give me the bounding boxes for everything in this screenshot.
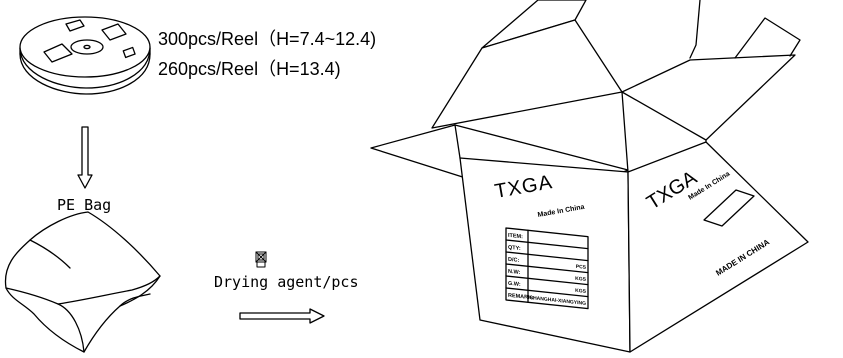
label-row-value: SHANGHAI-XIANGYING bbox=[530, 295, 586, 307]
label-row-value: KGS bbox=[575, 276, 586, 283]
label-row-divider bbox=[505, 251, 589, 262]
label-row-key: D/C: bbox=[508, 257, 519, 264]
label-row-key: N.W: bbox=[508, 269, 521, 276]
label-row-key: G.W: bbox=[508, 281, 521, 288]
label-row-divider bbox=[505, 287, 589, 298]
reel-quantity-line-2: 260pcs/Reel（H=13.4) bbox=[158, 59, 341, 79]
down-arrow-icon bbox=[77, 126, 93, 189]
reel-quantity-line-1: 300pcs/Reel（H=7.4~12.4) bbox=[158, 29, 376, 49]
label-row-key: QTY: bbox=[508, 245, 521, 252]
carton-box bbox=[370, 0, 809, 353]
label-row-value: KGS bbox=[575, 288, 586, 295]
shipping-label: ITEM: QTY: D/C: PCS N.W: KGS G.W: KGS REMARK:SHA… bbox=[505, 227, 589, 310]
label-row-key: ITEM: bbox=[508, 233, 523, 241]
pe-bag-icon bbox=[4, 211, 161, 353]
drying-agent-label: Drying agent/pcs bbox=[214, 273, 359, 291]
right-arrow-icon bbox=[239, 308, 325, 324]
label-row-divider bbox=[505, 239, 589, 250]
pe-bag-label: PE Bag bbox=[57, 196, 111, 214]
label-row-divider bbox=[505, 263, 589, 274]
diamond-window-icon bbox=[703, 189, 755, 227]
reel-icon bbox=[19, 16, 151, 95]
label-row-value: PCS bbox=[576, 264, 587, 271]
label-row-key: REMARK: bbox=[508, 293, 534, 302]
label-row-divider bbox=[505, 275, 589, 286]
desiccant-icon bbox=[255, 251, 267, 268]
